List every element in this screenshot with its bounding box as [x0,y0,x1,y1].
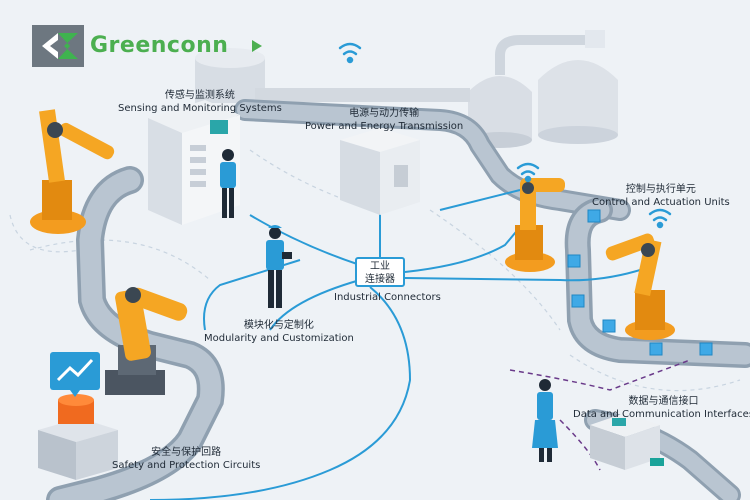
label-power-zh: 电源与动力传输 [349,108,420,119]
label-sensing-en: Sensing and Monitoring Systems [118,102,282,114]
network-cables [149,189,641,500]
industrial-connector-box: 工业 连接器 [355,257,405,287]
label-connectors-en: Industrial Connectors [334,292,441,303]
brand-arrow-icon [252,40,262,52]
connector-zh-line1: 工业 [370,261,390,272]
label-power: 电源与动力传输 Power and Energy Transmission [305,108,463,133]
brand-name: Greenconn [90,33,229,58]
label-data-zh: 数据与通信接口 [628,396,699,407]
worker-modularity [266,225,292,308]
power-unit [340,128,420,215]
label-safety: 安全与保护回路 Safety and Protection Circuits [112,447,260,472]
label-connectors: Industrial Connectors [334,292,441,305]
data-scanner [590,413,664,470]
product-cubes [567,209,713,356]
robot-arm-left-bottom [105,287,188,395]
label-safety-zh: 安全与保护回路 [151,447,222,458]
label-data: 数据与通信接口 Data and Communication Interface… [573,396,750,421]
label-modularity-zh: 模块化与定制化 [243,320,314,331]
label-sensing-zh: 传感与监测系统 [164,90,235,101]
robot-arm-right [605,233,675,340]
label-control-zh: 控制与执行单元 [625,184,696,195]
label-power-en: Power and Energy Transmission [305,120,464,132]
label-sensing: 传感与监测系统 Sensing and Monitoring Systems [118,90,282,115]
worker-sensing [220,149,236,218]
label-control-en: Control and Actuation Units [592,196,730,208]
safety-alarm-unit [38,352,118,480]
robot-arm-left-top [30,109,115,234]
label-modularity: 模块化与定制化 Modularity and Customization [204,320,354,345]
brand-logo-mark [32,25,84,67]
data-link-line [509,359,691,391]
storage-tanks [195,30,618,148]
data-link-line-2 [559,419,601,471]
connector-zh-line2: 连接器 [365,274,395,285]
label-safety-en: Safety and Protection Circuits [112,459,261,471]
label-modularity-en: Modularity and Customization [204,332,354,344]
wifi-icon [648,208,672,229]
label-control: 控制与执行单元 Control and Actuation Units [592,184,730,209]
wifi-icon [516,162,540,183]
robot-arm-center [505,178,565,272]
wifi-icon [338,42,362,64]
label-data-en: Data and Communication Interfaces [573,408,750,420]
worker-data [532,379,558,462]
floor-outlines [9,149,741,392]
